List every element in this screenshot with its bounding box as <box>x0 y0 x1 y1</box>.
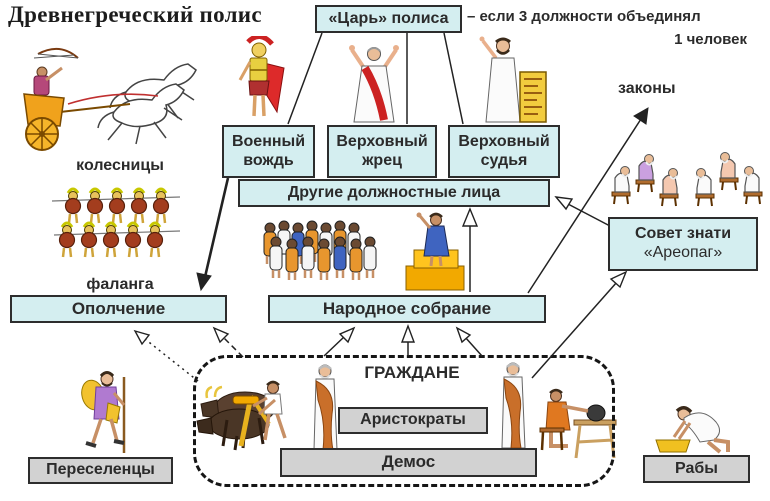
node-high-priest: Верховный жрец <box>327 125 437 178</box>
arrow-war-chief-to-militia <box>203 177 230 278</box>
judge-figure <box>479 36 547 123</box>
line-tsar-to-high-judge <box>443 32 464 125</box>
arrow-council-to-officials <box>567 203 611 227</box>
arrow-citizens-to-council <box>531 281 618 379</box>
aristocrat-figure <box>313 364 338 453</box>
phalanx-label: фаланга <box>86 276 154 293</box>
artisan-figure <box>539 388 617 459</box>
page-title: Древнегреческий полис <box>8 2 262 27</box>
node-other-officials: Другие должностные лица <box>238 179 550 207</box>
node-aristocrats: Аристократы <box>338 407 488 434</box>
node-demos: Демос <box>280 448 537 477</box>
priest-figure <box>349 45 399 123</box>
council-title: Совет знати <box>634 225 732 243</box>
citizens-group-frame <box>193 355 615 487</box>
war-chief-figure <box>238 36 285 117</box>
arrow-citizens-to-militia-1 <box>144 338 199 382</box>
arrow-citizens-to-assembly-right <box>464 336 483 357</box>
citizens-label: ГРАЖДАНЕ <box>364 363 460 382</box>
node-war-chief: Военный вождь <box>222 125 315 178</box>
laws-label: законы <box>618 80 676 97</box>
arrow-citizens-to-assembly-left <box>323 335 346 357</box>
node-militia: Ополчение <box>10 295 227 323</box>
phalanx-illustration <box>52 187 181 259</box>
chariot-illustration <box>23 47 197 151</box>
annotation: – если 3 должности объединял 1 человек <box>467 6 765 51</box>
chariots-label: колесницы <box>76 157 164 174</box>
annotation-line2: 1 человек <box>674 30 747 48</box>
node-slaves: Рабы <box>643 455 750 483</box>
annotation-line1: – если 3 должности объединял <box>467 8 701 25</box>
node-council: Совет знати «Ареопаг» <box>608 217 758 271</box>
node-tsar: «Царь» полиса <box>315 5 462 33</box>
node-high-judge: Верховный судья <box>448 125 560 178</box>
node-settlers: Переселенцы <box>28 457 173 484</box>
line-tsar-to-war-chief <box>287 32 323 125</box>
node-assembly: Народное собрание <box>268 295 546 323</box>
arrow-citizens-to-militia-2 <box>222 336 244 358</box>
settler-figure <box>81 371 126 453</box>
assembly-crowd-illustration <box>262 212 465 291</box>
slave-figure <box>655 406 730 454</box>
arrow-assembly-to-laws <box>527 118 642 294</box>
plowman-with-oxen-illustration <box>196 380 287 451</box>
council-subtitle: «Ареопаг» <box>643 244 723 261</box>
